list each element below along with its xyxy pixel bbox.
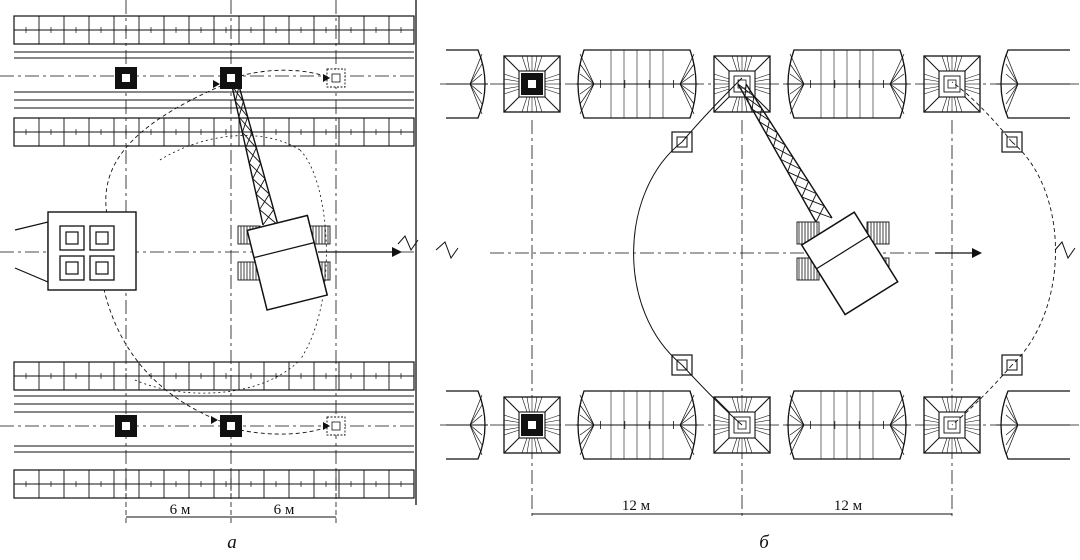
panel-b-vaulted-roof-panels: [446, 49, 1070, 460]
crane-boom: [737, 83, 833, 223]
vaulted-roof-panel-partial: [446, 390, 488, 460]
vaulted-roof-panel-partial: [446, 49, 488, 119]
stacked-column-base: [89, 225, 115, 251]
panel-b-break-mark: [435, 241, 1076, 260]
panel-a: 6 м 6 м а: [0, 0, 419, 553]
stacked-column-base: [89, 255, 115, 281]
panel-a-roof-panel-rows: [13, 15, 415, 499]
vaulted-roof-panel: [786, 390, 908, 460]
crane-cab: [246, 214, 329, 311]
column-cap: [923, 55, 981, 113]
panel-b-direction-arrow: [935, 248, 982, 258]
panel-a-dimension-line: [125, 470, 337, 524]
panel-a-crane-path-arcs: [99, 69, 331, 435]
panel-a-dim-left: 6 м: [170, 502, 191, 518]
column-cap-installed: [503, 55, 561, 113]
vaulted-roof-panel: [576, 390, 698, 460]
column-installed: [220, 415, 242, 437]
panel-b-caption: б: [759, 532, 770, 553]
travel-arrow: [392, 247, 402, 257]
column-installed: [115, 67, 137, 89]
slab-strip: [13, 15, 415, 45]
panel-a-crane: [231, 85, 402, 311]
crane-boom: [231, 85, 279, 226]
stacked-column-base: [59, 225, 85, 251]
vaulted-roof-panel: [786, 49, 908, 119]
vaulted-roof-panel: [576, 49, 698, 119]
panel-b-dim-right: 12 м: [834, 498, 863, 514]
panel-b-crane-path: [633, 77, 1056, 426]
panel-a-break-mark: [397, 0, 419, 505]
vaulted-roof-panel-partial: [996, 49, 1070, 119]
panel-a-caption: а: [227, 532, 237, 553]
column-installed: [220, 67, 242, 89]
crane-cab: [800, 211, 899, 316]
slab-strip: [13, 469, 415, 499]
panel-a-dim-right: 6 м: [274, 502, 295, 518]
slab-strip: [13, 361, 415, 391]
stacked-column-base: [59, 255, 85, 281]
panel-b-grid-axes: [440, 83, 1080, 520]
panel-b: 12 м 12 м б: [435, 49, 1080, 553]
panel-b-dim-left: 12 м: [622, 498, 651, 514]
panel-b-crane: [737, 83, 899, 316]
column-cap: [713, 55, 771, 113]
vaulted-roof-panel-partial: [996, 390, 1070, 460]
panel-b-column-caps: [503, 55, 1023, 454]
slab-strip: [13, 117, 415, 147]
column-installed: [115, 415, 137, 437]
column-cap-installed: [503, 396, 561, 454]
panel-a-stack-vehicle: [14, 211, 137, 291]
